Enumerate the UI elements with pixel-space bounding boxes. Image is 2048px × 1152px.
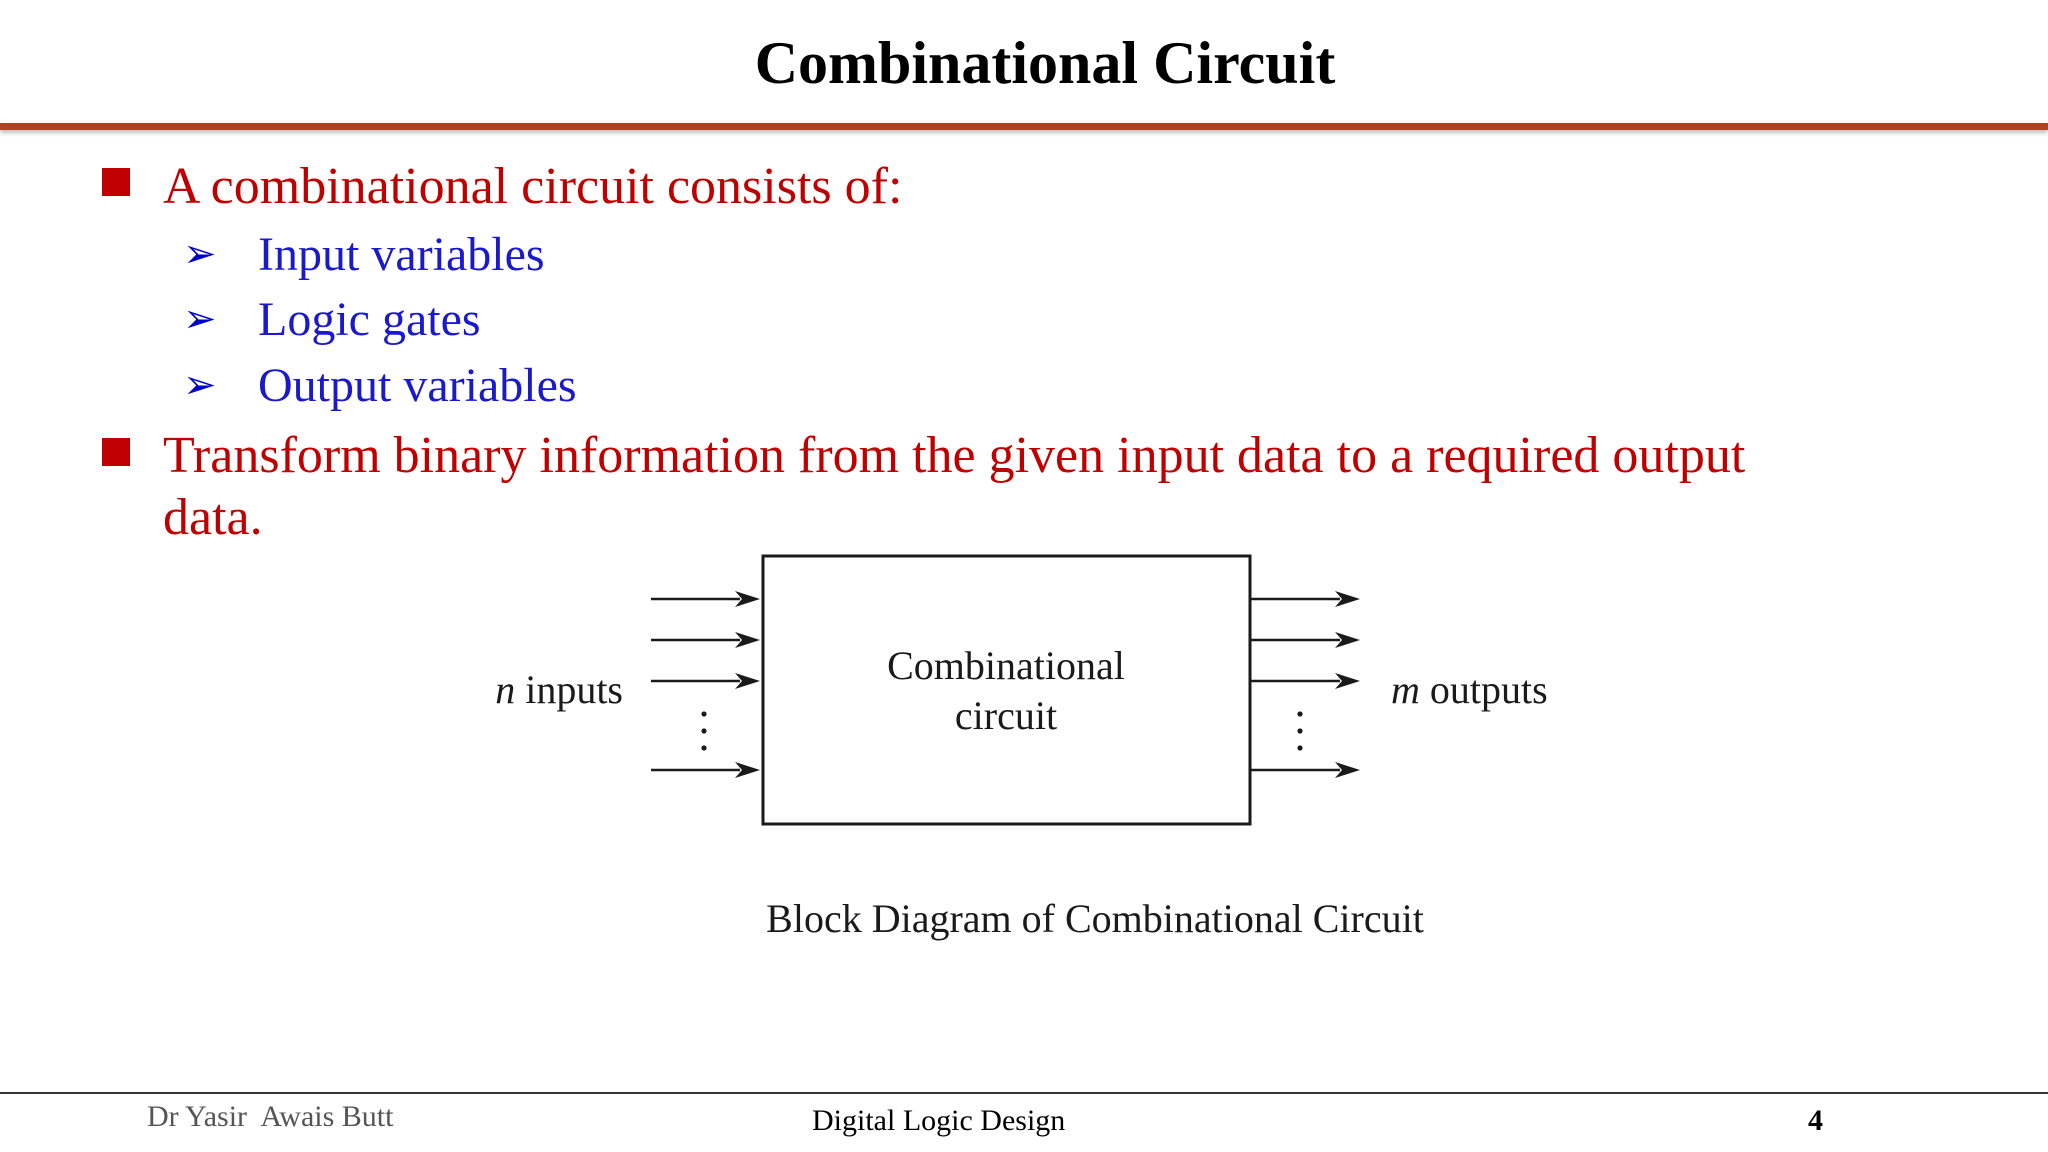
sub-item-input-variables: Input variables bbox=[258, 228, 545, 281]
arrow-bullet-icon: ➢ bbox=[183, 296, 217, 342]
arrow-bullet-icon: ➢ bbox=[183, 231, 217, 277]
output-arrow bbox=[1250, 591, 1360, 607]
diagram-caption: Block Diagram of Combinational Circuit bbox=[766, 896, 1424, 941]
footer-divider bbox=[0, 1092, 2048, 1094]
output-arrows bbox=[1250, 591, 1360, 778]
outputs-label: m outputs bbox=[1391, 667, 1548, 712]
input-arrow bbox=[651, 632, 760, 648]
output-arrow bbox=[1250, 673, 1360, 689]
combinational-circuit-box bbox=[761, 554, 1252, 826]
title-divider bbox=[0, 123, 2048, 130]
sub-item-logic-gates: Logic gates bbox=[258, 293, 481, 346]
box-label-line2: circuit bbox=[955, 693, 1057, 738]
page-number: 4 bbox=[1808, 1104, 1823, 1137]
footer-author: Dr Yasir Awais Butt bbox=[147, 1100, 394, 1133]
slide-title: Combinational Circuit bbox=[754, 30, 1336, 96]
footer-course-title: Digital Logic Design bbox=[812, 1104, 1066, 1137]
input-arrow bbox=[651, 591, 760, 607]
arrow-bullet-icon: ➢ bbox=[183, 362, 217, 408]
bullet-consists-of: A combinational circuit consists of: bbox=[163, 158, 903, 215]
output-ellipsis bbox=[1297, 711, 1303, 751]
output-arrow bbox=[1250, 632, 1360, 648]
square-bullet-icon bbox=[102, 438, 130, 466]
inputs-variable: n bbox=[495, 667, 515, 712]
inputs-word: inputs bbox=[515, 667, 623, 712]
input-ellipsis bbox=[701, 711, 707, 751]
outputs-variable: m bbox=[1391, 667, 1420, 712]
bullet-transform-line1: Transform binary information from the gi… bbox=[163, 427, 1746, 484]
inputs-label: n inputs bbox=[495, 667, 623, 712]
square-bullet-icon bbox=[102, 168, 130, 196]
box-label-line1: Combinational bbox=[887, 643, 1125, 688]
bullet-transform-line2: data. bbox=[163, 489, 263, 546]
input-arrow bbox=[651, 762, 760, 778]
input-arrow bbox=[651, 673, 760, 689]
input-arrows bbox=[651, 591, 760, 778]
output-arrow bbox=[1250, 762, 1360, 778]
outputs-word: outputs bbox=[1420, 667, 1548, 712]
sub-item-output-variables: Output variables bbox=[258, 359, 577, 412]
